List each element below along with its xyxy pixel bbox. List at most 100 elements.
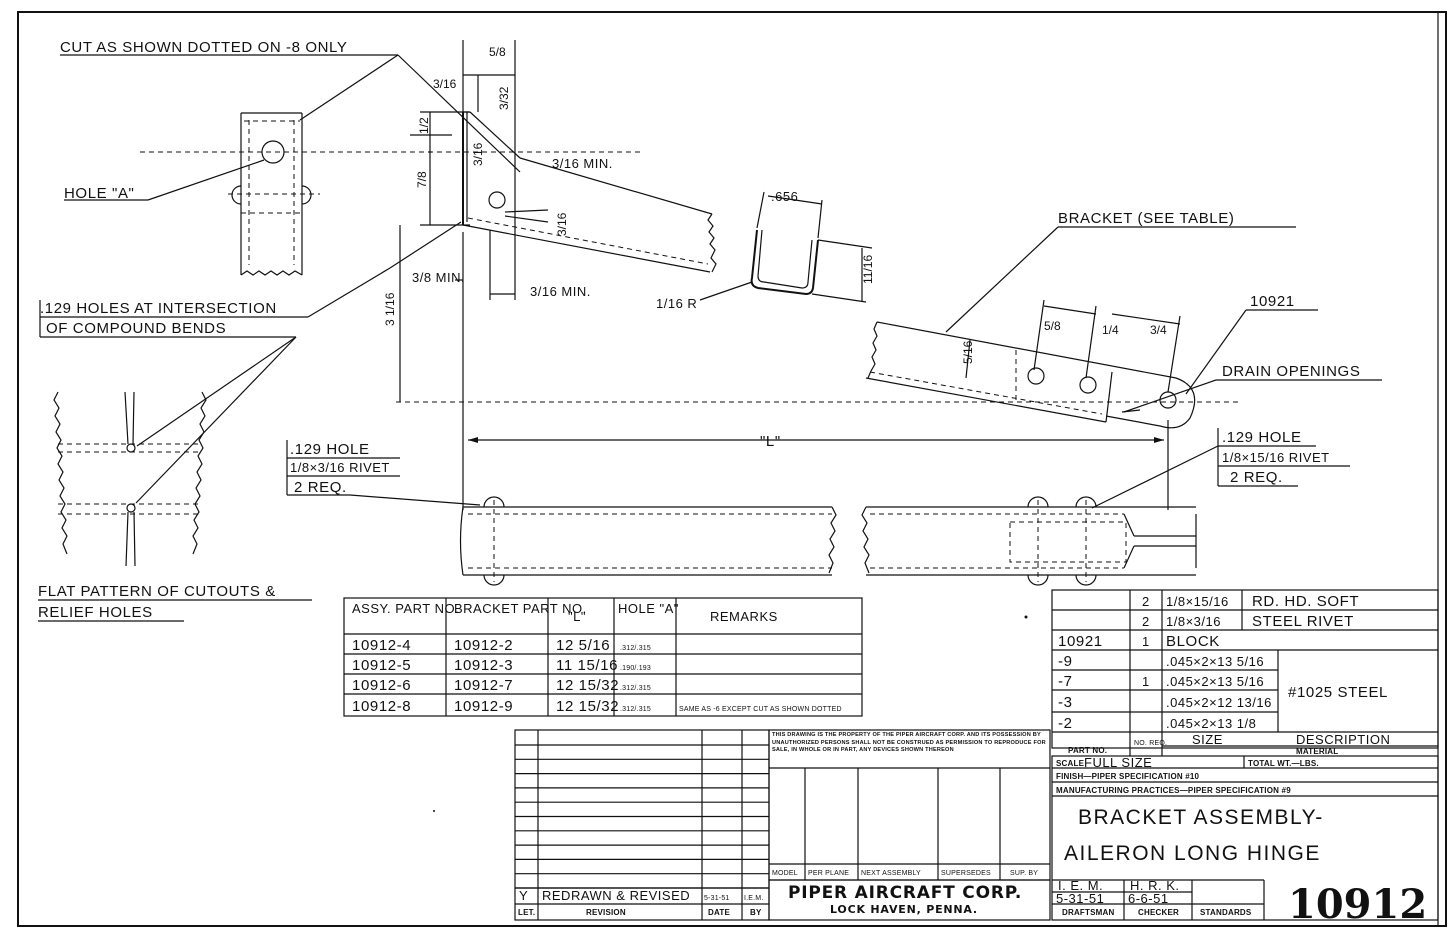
flat-pattern-label-1: FLAT PATTERN OF CUTOUTS & bbox=[38, 583, 276, 600]
material-req: 1 bbox=[1142, 634, 1150, 649]
right-hole-note bbox=[1091, 428, 1350, 509]
assy-cell: 10912-7 bbox=[454, 677, 513, 694]
material-size: .045×2×12 13/16 bbox=[1166, 695, 1272, 710]
revision-date: 5-31-51 bbox=[704, 895, 730, 902]
part-10921-leader bbox=[1185, 309, 1247, 395]
company-location: LOCK HAVEN, PENNA. bbox=[830, 903, 978, 916]
revision-h-revision: REVISION bbox=[586, 908, 626, 917]
tube-end-view bbox=[140, 112, 640, 276]
material-req: 1 bbox=[1142, 674, 1150, 689]
left-hole-line-1: .129 HOLE bbox=[290, 441, 370, 458]
assy-cell: 10912-3 bbox=[454, 657, 513, 674]
material-part-no: -3 bbox=[1058, 694, 1073, 711]
bar-plan-view bbox=[459, 496, 1197, 586]
scale-value: FULL SIZE bbox=[1084, 755, 1152, 770]
right-hole-line-3: 2 REQ. bbox=[1230, 469, 1283, 486]
dim-L-line bbox=[396, 232, 1240, 510]
draftsman-date: 5-31-51 bbox=[1056, 891, 1104, 906]
material-size: .045×2×13 1/8 bbox=[1166, 716, 1256, 731]
assy-cell: .190/.193 bbox=[620, 665, 651, 672]
dim-3-8-min: 3/8 MIN. bbox=[412, 270, 465, 285]
material-size: 1/8×3/16 bbox=[1166, 614, 1221, 629]
draftsman-name: I. E. M. bbox=[1058, 878, 1103, 893]
dim-3-16-min-1: 3/16 MIN. bbox=[552, 156, 613, 171]
drawing-title-line-1: BRACKET ASSEMBLY- bbox=[1078, 806, 1324, 829]
dim-3-16-c: 3/16 bbox=[555, 212, 569, 236]
left-hole-line-2: 1/8×3/16 RIVET bbox=[290, 460, 390, 475]
finish-spec: FINISH—PIPER SPECIFICATION #10 bbox=[1056, 772, 1200, 781]
dim-3-16-min-2: 3/16 MIN. bbox=[530, 284, 591, 299]
dim-11-16: 11/16 bbox=[861, 255, 875, 284]
dim-3-4: 3/4 bbox=[1150, 323, 1167, 337]
assy-cell: 12 5/16 bbox=[556, 637, 610, 654]
revision-h-by: BY bbox=[750, 908, 762, 917]
cut-note-label: CUT AS SHOWN DOTTED ON -8 ONLY bbox=[60, 39, 347, 56]
dim-5-16: 5/16 bbox=[961, 340, 975, 364]
assy-cell: 10912-2 bbox=[454, 637, 513, 654]
speck bbox=[433, 810, 435, 812]
flat-pattern-label-2: RELIEF HOLES bbox=[38, 604, 153, 621]
checker-date: 6-6-51 bbox=[1128, 891, 1169, 906]
speck bbox=[1024, 615, 1028, 619]
material-desc: #1025 STEEL bbox=[1288, 684, 1388, 701]
dim-5-8-top: 5/8 bbox=[489, 45, 506, 59]
checker-name: H. R. K. bbox=[1130, 878, 1180, 893]
standards-label: STANDARDS bbox=[1200, 908, 1252, 917]
assy-cell: .312/.315 bbox=[620, 685, 651, 692]
assy-header-part-no: ASSY. PART NO. bbox=[352, 601, 459, 616]
flat-pattern-view bbox=[53, 391, 207, 567]
assy-cell: 10912-4 bbox=[352, 637, 411, 654]
revision-h-date: DATE bbox=[708, 908, 730, 917]
material-h-part: PART NO. bbox=[1068, 746, 1107, 755]
draftsman-label: DRAFTSMAN bbox=[1062, 908, 1114, 917]
usage-model: MODEL bbox=[772, 870, 798, 877]
dim-656: .656 bbox=[771, 189, 798, 204]
holes-note-leader-1 bbox=[136, 336, 297, 447]
drain-openings-label: DRAIN OPENINGS bbox=[1222, 363, 1360, 380]
holes-note-line-1: .129 HOLES AT INTERSECTION bbox=[40, 300, 277, 317]
material-req: 2 bbox=[1142, 594, 1150, 609]
material-desc: RD. HD. SOFT bbox=[1252, 593, 1359, 610]
assy-cell: .312/.315 bbox=[620, 645, 651, 652]
material-h-desc: DESCRIPTION bbox=[1296, 732, 1390, 747]
hole-a-label: HOLE "A" bbox=[64, 185, 134, 202]
bracket-right-view bbox=[865, 299, 1196, 429]
revision-blank-rows bbox=[515, 744, 769, 889]
company-name: PIPER AIRCRAFT CORP. bbox=[788, 883, 1022, 903]
usage-sup-by: SUP. BY bbox=[1010, 870, 1038, 877]
usage-supersedes: SUPERSEDES bbox=[941, 870, 991, 877]
checker-label: CHECKER bbox=[1138, 908, 1179, 917]
assy-cell: SAME AS -6 EXCEPT CUT AS SHOWN DOTTED bbox=[679, 706, 842, 713]
usage-block bbox=[768, 729, 1051, 921]
revision-text: REDRAWN & REVISED bbox=[542, 888, 690, 903]
cut-note-leader bbox=[299, 54, 399, 121]
drain-openings-leader bbox=[1123, 379, 1217, 413]
material-size: BLOCK bbox=[1166, 633, 1220, 650]
revision-h-let: LET. bbox=[518, 908, 535, 917]
scale-label: SCALE bbox=[1056, 759, 1085, 768]
dim-5-8-right: 5/8 bbox=[1044, 319, 1061, 333]
assy-header-remarks: REMARKS bbox=[710, 609, 778, 624]
bracket-side-view bbox=[420, 111, 717, 273]
material-h-size: SIZE bbox=[1192, 732, 1223, 747]
assy-cell: 10912-6 bbox=[352, 677, 411, 694]
material-h-material: MATERIAL bbox=[1296, 747, 1338, 756]
assy-cell: 12 15/32 bbox=[556, 698, 619, 715]
holes-note-line-2: OF COMPOUND BENDS bbox=[46, 320, 226, 337]
holes-note-leader-4 bbox=[389, 221, 462, 269]
material-h-req: NO. REQ. bbox=[1134, 740, 1167, 747]
channel-section bbox=[699, 191, 873, 303]
assy-cell: 12 15/32 bbox=[556, 677, 619, 694]
dim-1-16-r: 1/16 R bbox=[656, 296, 697, 311]
hole-a-leader bbox=[147, 159, 265, 201]
holes-note-leader-2 bbox=[135, 336, 297, 504]
left-hole-note bbox=[286, 440, 481, 506]
assy-header-bracket: BRACKET PART NO. bbox=[454, 601, 587, 616]
assy-cell: .312/.315 bbox=[620, 706, 651, 713]
material-size: .045×2×13 5/16 bbox=[1166, 674, 1264, 689]
mfg-spec: MANUFACTURING PRACTICES—PIPER SPECIFICAT… bbox=[1056, 786, 1291, 795]
